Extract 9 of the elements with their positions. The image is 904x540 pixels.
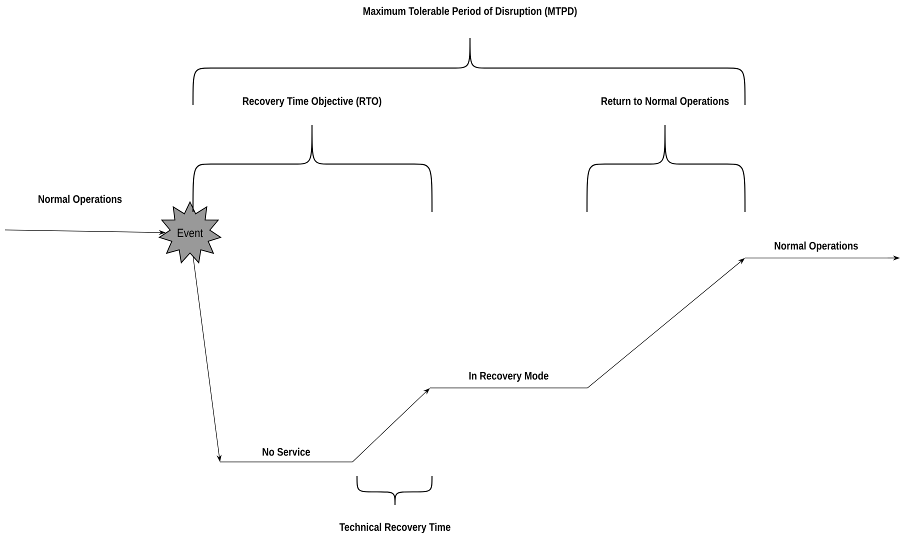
brace-label: Maximum Tolerable Period of Disruption (MTPD) — [363, 6, 577, 18]
state-label: Normal Operations — [38, 194, 122, 206]
state-line: In Recovery Mode — [430, 372, 588, 388]
brace-label: Technical Recovery Time — [339, 522, 450, 534]
brace-label: Recovery Time Objective (RTO) — [242, 96, 382, 108]
state-line: No Service — [220, 448, 353, 462]
brace-label: Return to Normal Operations — [601, 96, 729, 108]
arrow — [352, 388, 430, 462]
state-line: Normal Operations — [744, 242, 888, 258]
